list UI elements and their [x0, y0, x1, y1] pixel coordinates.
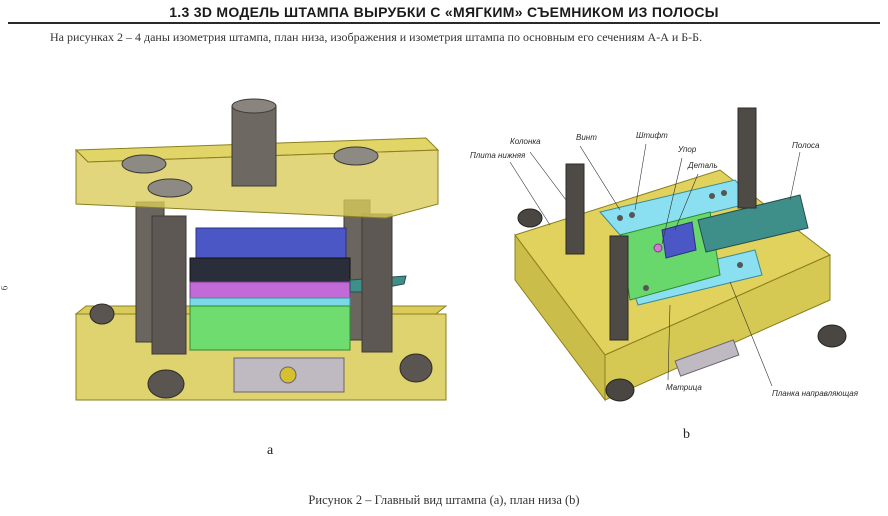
- stop-pin: [653, 243, 663, 253]
- callout-polosa: Полоса: [792, 141, 820, 150]
- bushing-right: [333, 146, 379, 166]
- screw-2: [629, 212, 635, 218]
- screw-5: [643, 285, 649, 291]
- lower-plate-front-right: [604, 254, 831, 401]
- callout-shtift: Штифт: [636, 131, 668, 140]
- die-bottom-plan-view: Колонка Плита нижняя Винт Штифт Упор Дет…: [470, 107, 859, 402]
- callout-kolonka: Колонка: [510, 137, 541, 146]
- foot-b-3: [817, 324, 847, 348]
- die-shank: [231, 105, 277, 187]
- foot-b-2: [605, 378, 635, 402]
- foot-back-left: [89, 303, 115, 325]
- bushing-front: [147, 178, 193, 198]
- column-b-left: [565, 163, 585, 255]
- die-block-blue: [195, 227, 347, 259]
- foot-left: [147, 369, 185, 399]
- section-title: 1.3 3D МОДЕЛЬ ШТАМПА ВЫРУБКИ С «МЯГКИМ» …: [169, 4, 719, 20]
- screw-4: [721, 190, 727, 196]
- page-header: 1.3 3D МОДЕЛЬ ШТАМПА ВЫРУБКИ С «МЯГКИМ» …: [0, 0, 888, 24]
- side-page-number: 6: [0, 285, 10, 291]
- callout-plita: Плита нижняя: [470, 151, 526, 160]
- guide-column-front-right: [361, 213, 393, 353]
- strip-b: [697, 194, 809, 253]
- screw-1: [617, 215, 623, 221]
- foot-right: [399, 353, 433, 383]
- bushing-left: [121, 154, 167, 174]
- die-block-green: [189, 305, 351, 351]
- foot-b-1: [517, 208, 543, 228]
- front-plate-b: [674, 339, 740, 377]
- column-b-right: [737, 107, 757, 209]
- front-plate-hole: [279, 366, 297, 384]
- die-block-magenta: [189, 281, 351, 299]
- figure-label-a: a: [267, 443, 274, 458]
- header-divider: [8, 22, 880, 24]
- figure-caption: Рисунок 2 – Главный вид штампа (а), план…: [308, 493, 580, 507]
- screw-6: [737, 262, 743, 268]
- callout-matrica: Матрица: [666, 383, 702, 392]
- die-block-dark: [189, 257, 351, 283]
- callout-detal: Деталь: [687, 161, 718, 170]
- column-b-front: [609, 235, 629, 341]
- die-isometric-view: [74, 98, 448, 401]
- callout-upor: Упор: [677, 145, 697, 154]
- die-shank-top: [231, 98, 277, 114]
- callout-vint: Винт: [576, 133, 597, 142]
- guide-column-front-left: [151, 215, 187, 355]
- callout-planka: Планка направляющая: [772, 389, 859, 398]
- figure-label-b: b: [683, 427, 690, 442]
- callouts: [509, 143, 801, 387]
- intro-paragraph: На рисунках 2 – 4 даны изометрия штампа,…: [50, 30, 703, 44]
- die-block-cyan: [189, 297, 351, 307]
- workpiece: [661, 221, 697, 259]
- screw-3: [709, 193, 715, 199]
